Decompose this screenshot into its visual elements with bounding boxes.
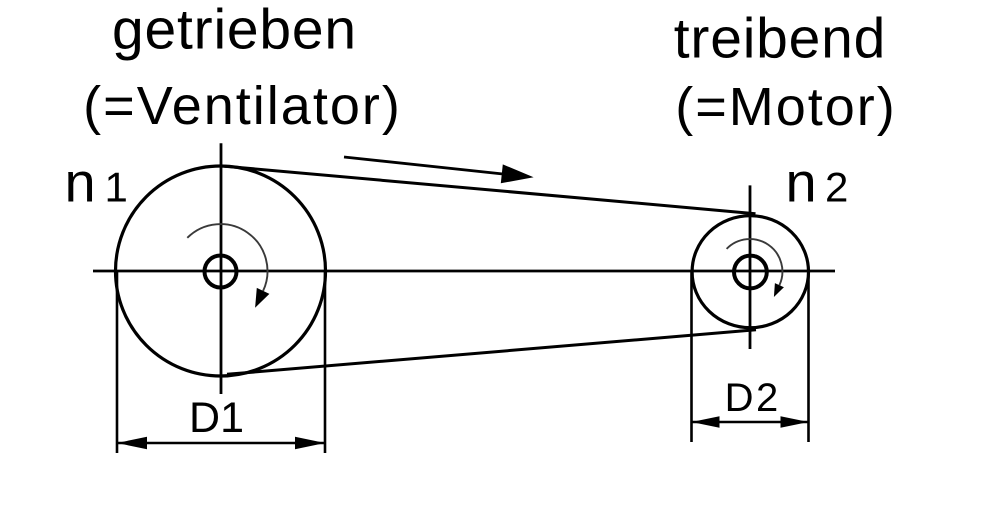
- svg-text:(=Ventilator): (=Ventilator): [83, 76, 402, 136]
- svg-text:2: 2: [825, 164, 848, 211]
- svg-text:D1: D1: [189, 394, 244, 442]
- svg-text:n: n: [786, 151, 817, 214]
- svg-text:n: n: [65, 151, 96, 214]
- svg-text:(=Motor): (=Motor): [675, 77, 897, 137]
- svg-text:treibend: treibend: [674, 7, 886, 71]
- svg-text:1: 1: [105, 164, 128, 211]
- svg-text:getrieben: getrieben: [112, 0, 357, 62]
- svg-text:D2: D2: [725, 376, 781, 420]
